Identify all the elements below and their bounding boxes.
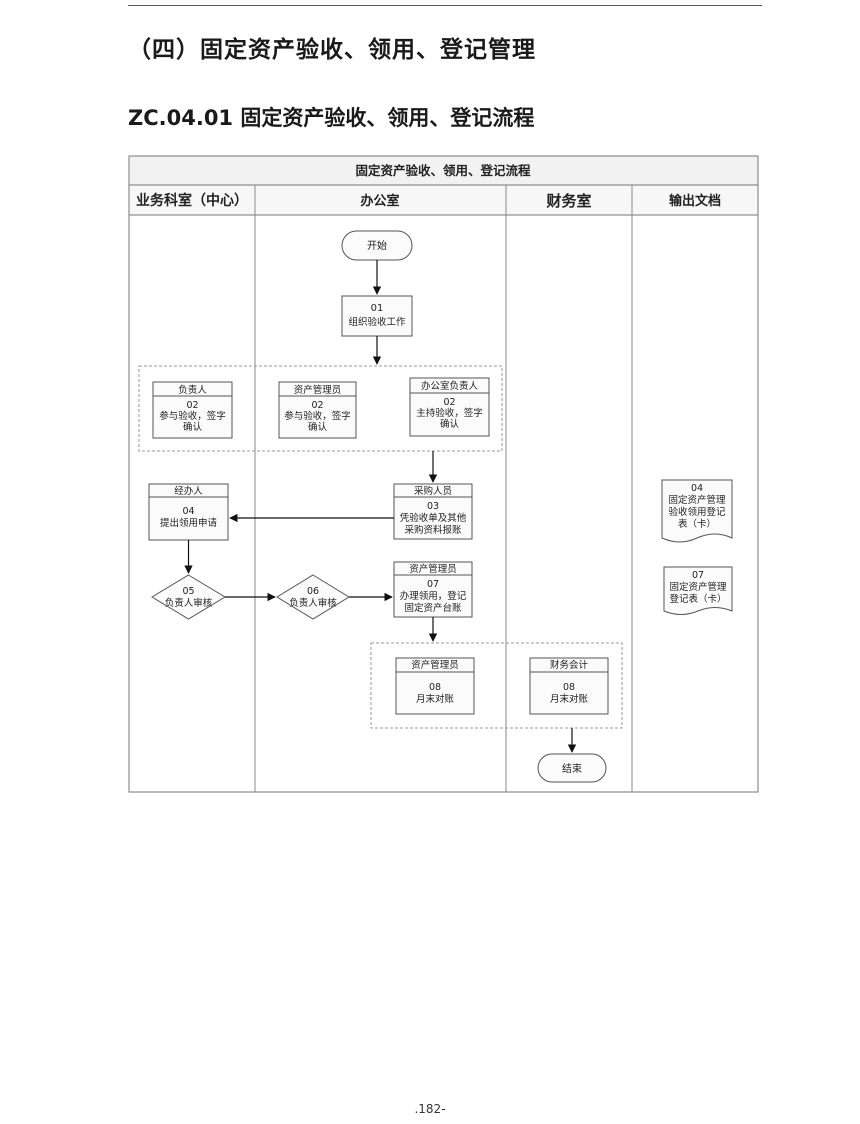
step-03-box <box>393 483 473 540</box>
step-02-asset-manager-text-2: 确认 <box>308 421 328 433</box>
step-02-office-head-text-2: 确认 <box>440 418 460 430</box>
step-07-text-1: 办理领用，登记 <box>400 590 467 602</box>
step-02-responsible-box <box>152 381 233 439</box>
step-07-number: 07 <box>427 579 439 590</box>
table-title: 固定资产验收、领用、登记流程 <box>355 163 531 178</box>
document-04-text-1: 固定资产管理 <box>668 494 726 506</box>
step-04-box <box>148 483 229 541</box>
document-04-text-2: 验收领用登记 <box>668 506 726 518</box>
decision-05 <box>151 574 226 620</box>
step-02-responsible-text-2: 确认 <box>183 421 203 433</box>
document-04-text-3: 表（卡） <box>678 518 716 530</box>
lane-header-office: 办公室 <box>360 193 399 209</box>
step-08-accountant-number: 08 <box>563 682 575 693</box>
step-02-responsible-number: 02 <box>186 400 198 411</box>
step-07-text-2: 固定资产台账 <box>404 602 462 614</box>
step-02-office-head-number: 02 <box>443 397 455 408</box>
decision-06 <box>276 574 350 620</box>
step-02-asset-manager-text-1: 参与验收，签字 <box>284 410 351 422</box>
top-rule <box>128 5 762 6</box>
lane-header-business: 业务科室（中心） <box>136 192 248 209</box>
document-04-number: 04 <box>691 483 703 494</box>
decision-05-text: 负责人审核 <box>165 597 213 609</box>
start-label: 开始 <box>367 239 387 252</box>
step-07-role: 资产管理员 <box>409 563 457 575</box>
lane-header-output-docs: 输出文档 <box>669 193 721 209</box>
lane-header-row <box>128 184 759 216</box>
step-01-number: 01 <box>371 303 384 314</box>
reconciliation-group <box>370 642 623 729</box>
page-number: .182- <box>414 1102 446 1116</box>
step-02-responsible-role: 负责人 <box>178 384 207 396</box>
step-04-text: 提出领用申请 <box>160 517 218 529</box>
decision-06-text: 负责人审核 <box>289 597 337 609</box>
step-04-number: 04 <box>182 506 194 517</box>
document-07-text-1: 固定资产管理 <box>669 581 727 593</box>
step-02-asset-manager-box <box>278 381 357 439</box>
document-04 <box>661 479 733 543</box>
step-02-responsible-text-1: 参与验收，签字 <box>159 410 226 422</box>
step-08-asset-manager-text: 月末对账 <box>416 693 455 705</box>
step-04-role: 经办人 <box>174 485 203 497</box>
step-01-text: 组织验收工作 <box>348 316 406 328</box>
step-02-office-head-text-1: 主持验收，签字 <box>416 407 483 419</box>
step-03-text-2: 采购资料报账 <box>404 524 462 536</box>
step-01-box <box>341 295 413 337</box>
step-08-accountant-text: 月末对账 <box>550 693 589 705</box>
step-02-office-head-box <box>409 377 490 437</box>
step-02-office-head-role: 办公室负责人 <box>421 380 479 392</box>
step-08-accountant-box <box>529 657 609 715</box>
acceptance-group <box>138 365 503 452</box>
step-03-text-1: 凭验收单及其他 <box>400 512 467 524</box>
end-terminal <box>537 753 607 783</box>
table-title-row <box>128 155 759 186</box>
decision-05-number: 05 <box>182 586 194 597</box>
step-03-number: 03 <box>427 501 439 512</box>
step-08-asset-manager-role: 资产管理员 <box>411 659 459 671</box>
step-03-role: 采购人员 <box>414 485 452 497</box>
document-07-text-2: 登记表（卡） <box>669 593 726 605</box>
flow-title: ZC.04.01 固定资产验收、领用、登记流程 <box>128 106 535 130</box>
end-label: 结束 <box>562 762 582 775</box>
step-08-asset-manager-box <box>395 657 475 715</box>
step-08-accountant-role: 财务会计 <box>550 659 589 671</box>
decision-06-number: 06 <box>307 586 319 597</box>
section-title: （四）固定资产验收、领用、登记管理 <box>128 37 536 63</box>
document-07-number: 07 <box>692 570 704 581</box>
step-08-asset-manager-number: 08 <box>429 682 441 693</box>
lane-header-finance: 财务室 <box>546 192 591 210</box>
step-02-asset-manager-number: 02 <box>311 400 323 411</box>
document-07 <box>663 566 733 615</box>
step-07-box <box>393 561 473 618</box>
step-02-asset-manager-role: 资产管理员 <box>294 384 342 396</box>
